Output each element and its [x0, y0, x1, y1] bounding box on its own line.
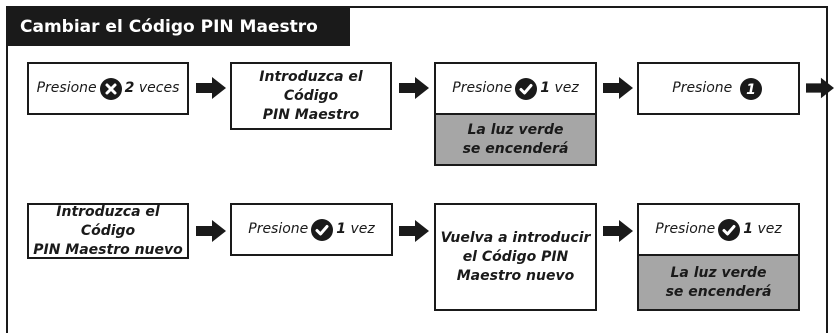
step-press-check-once-2: Presione 1 vez — [230, 203, 393, 256]
diagram-frame — [6, 6, 828, 333]
green-light-note: La luz verde se encenderá — [434, 115, 597, 166]
arrow-right-icon — [196, 77, 226, 99]
check-circle-icon — [311, 218, 334, 241]
check-circle-icon — [515, 77, 538, 100]
arrow-right-icon — [399, 77, 429, 99]
step-enter-master-pin: Introduzca el Código PIN Maestro — [230, 62, 392, 130]
step-press-check-once: Presione 1 vez — [434, 62, 597, 115]
arrow-right-icon — [806, 77, 834, 99]
diagram-title: Cambiar el Código PIN Maestro — [8, 8, 350, 46]
arrow-right-icon — [196, 220, 226, 242]
check-circle-icon — [718, 218, 741, 241]
step-reenter-new-master-pin: Vuelva a introducir el Código PIN Maestr… — [434, 203, 597, 311]
arrow-right-icon — [603, 77, 633, 99]
arrow-right-icon — [399, 220, 429, 242]
x-circle-icon — [99, 77, 122, 100]
svg-text:1: 1 — [746, 82, 756, 98]
number-one-circle-icon: 1 — [739, 77, 762, 100]
green-light-note-2: La luz verde se encenderá — [637, 256, 800, 311]
arrow-right-icon — [603, 220, 633, 242]
step-enter-new-master-pin: Introduzca el Código PIN Maestro nuevo — [27, 203, 189, 259]
step-press-x-twice: Presione 2 veces — [27, 62, 189, 115]
step-press-one: Presione 1 — [637, 62, 800, 115]
step-press-check-once-3: Presione 1 vez — [637, 203, 800, 256]
